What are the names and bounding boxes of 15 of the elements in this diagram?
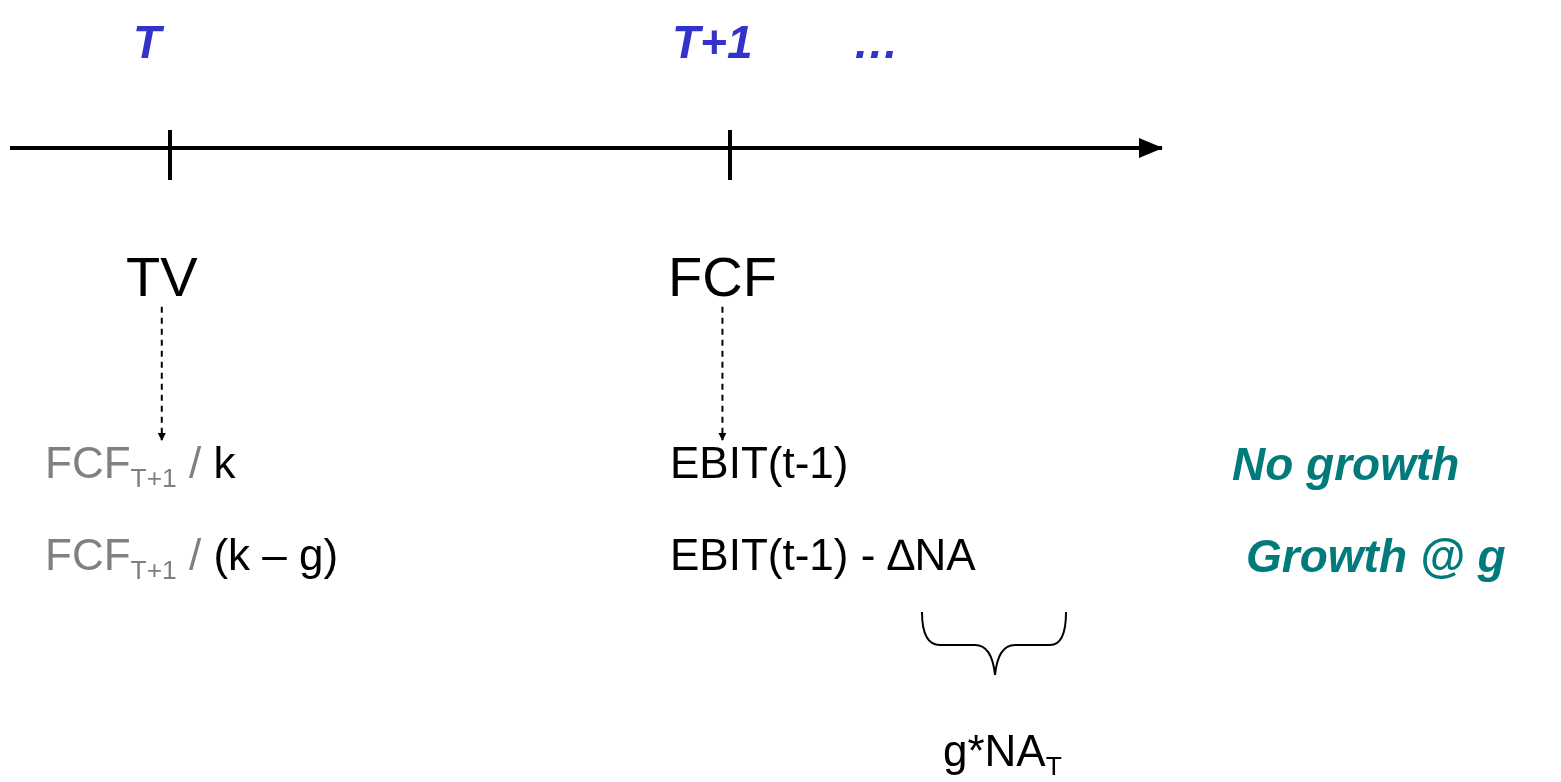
formula-term: FCF$_{T+1}$ / (45, 438, 203, 487)
scenario-label: Growth @ g (1246, 532, 1506, 581)
formula: EBIT(t-1) (670, 440, 849, 487)
dashed-arrow (157, 305, 166, 441)
period-label: T+1 (672, 18, 753, 67)
dashed-arrow (718, 305, 727, 441)
scenario-label: No growth (1232, 440, 1460, 489)
formula-denominator: (k – g) (213, 530, 339, 579)
formula: EBIT(t-1) - ∆NA (670, 532, 976, 579)
term-label: FCF (668, 248, 777, 307)
formula-term: FCF$_{T+1}$ / (45, 530, 203, 579)
term-label: TV (126, 248, 198, 307)
annotation: g*NA$_{T}$ (943, 728, 1062, 775)
ellipsis: … (853, 18, 899, 67)
formula-denominator: k (213, 438, 236, 487)
